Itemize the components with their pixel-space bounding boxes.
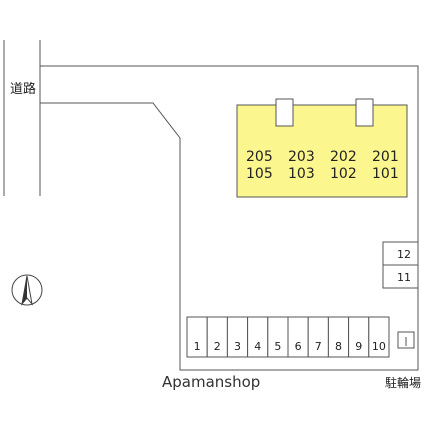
lot-boundary <box>40 65 419 371</box>
parking-slot-9-label: 9 <box>355 340 362 353</box>
building-tab-left <box>275 98 294 127</box>
parking-slot-5-label: 5 <box>274 340 281 353</box>
side-parking: 12 11 <box>382 241 419 289</box>
building-tab-right <box>355 98 374 127</box>
road-label: 道路 <box>10 81 36 97</box>
upper-floor-units: 205 203 202 201 <box>246 149 399 165</box>
parking-slot-10-label: 10 <box>372 340 386 353</box>
parking-slot-8-label: 8 <box>335 340 342 353</box>
unit-201: 201 <box>372 149 399 165</box>
unit-202: 202 <box>330 149 357 165</box>
bicycle-parking-label: 駐輪場 <box>385 375 421 390</box>
watermark: Apamanshop <box>162 373 260 391</box>
parking-slot-12-label: 12 <box>397 248 411 261</box>
parking-slot-11 <box>382 264 419 289</box>
parking-slot-6-label: 6 <box>295 340 302 353</box>
building <box>236 104 408 198</box>
unit-203: 203 <box>288 149 315 165</box>
parking-slot-7-label: 7 <box>315 340 322 353</box>
parking-slot-4-label: 4 <box>254 340 261 353</box>
unit-105: 105 <box>246 166 273 182</box>
north-arrow-icon <box>11 274 43 306</box>
parking-slot-11-label: 11 <box>397 271 411 284</box>
parking-slot-3-label: 3 <box>234 340 241 353</box>
parking-slot-10 <box>368 316 390 358</box>
parking-slot-1-label: 1 <box>194 340 201 353</box>
lower-floor-units: 105 103 102 101 <box>246 166 399 182</box>
unit-205: 205 <box>246 149 273 165</box>
unit-103: 103 <box>288 166 315 182</box>
parking-slot-2-label: 2 <box>214 340 221 353</box>
unit-102: 102 <box>330 166 357 182</box>
unit-101: 101 <box>372 166 399 182</box>
